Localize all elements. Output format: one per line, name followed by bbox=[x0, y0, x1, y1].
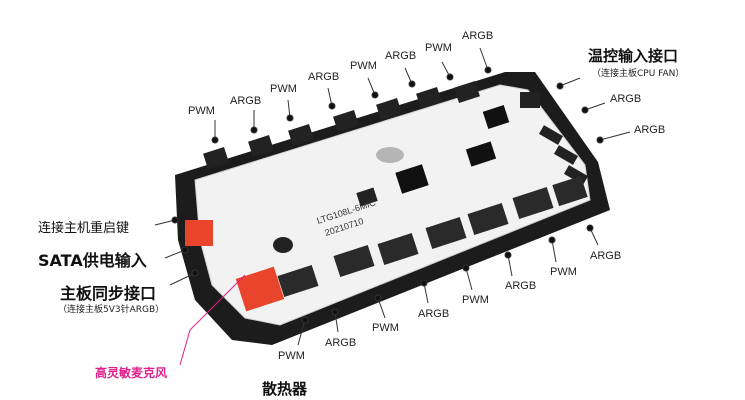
bottom-label-6: ARGB bbox=[505, 280, 537, 292]
mic-label: 高灵敏麦克风 bbox=[95, 366, 168, 380]
bottom-label-4: ARGB bbox=[418, 308, 450, 320]
bottom-label-2: ARGB bbox=[325, 337, 357, 349]
temp-input-title: 温控输入接口 bbox=[588, 47, 679, 65]
top-label-5: PWM bbox=[350, 60, 377, 72]
restart-key-label: 连接主机重启键 bbox=[38, 221, 130, 236]
right-label-2: ARGB bbox=[634, 124, 666, 136]
temp-input-note: （连接主板CPU FAN） bbox=[592, 69, 685, 79]
top-label-6: ARGB bbox=[385, 50, 417, 62]
heatsink-label: 散热器 bbox=[262, 380, 308, 398]
sync-title: 主板同步接口 bbox=[60, 284, 157, 303]
top-label-3: PWM bbox=[270, 83, 297, 95]
sync-note: （连接主板5V3针ARGB） bbox=[58, 305, 165, 315]
right-label-1: ARGB bbox=[610, 93, 642, 105]
top-label-8: ARGB bbox=[462, 30, 494, 42]
top-label-7: PWM bbox=[425, 42, 452, 54]
top-label-2: ARGB bbox=[230, 95, 262, 107]
bottom-label-8: ARGB bbox=[590, 250, 622, 262]
bottom-label-3: PWM bbox=[372, 322, 399, 334]
bottom-label-5: PWM bbox=[462, 294, 489, 306]
top-label-1: PWM bbox=[188, 105, 215, 117]
bottom-label-7: PWM bbox=[550, 266, 577, 278]
bottom-label-1: PWM bbox=[278, 350, 305, 362]
sata-label: SATA供电输入 bbox=[38, 251, 147, 270]
top-label-4: ARGB bbox=[308, 71, 340, 83]
